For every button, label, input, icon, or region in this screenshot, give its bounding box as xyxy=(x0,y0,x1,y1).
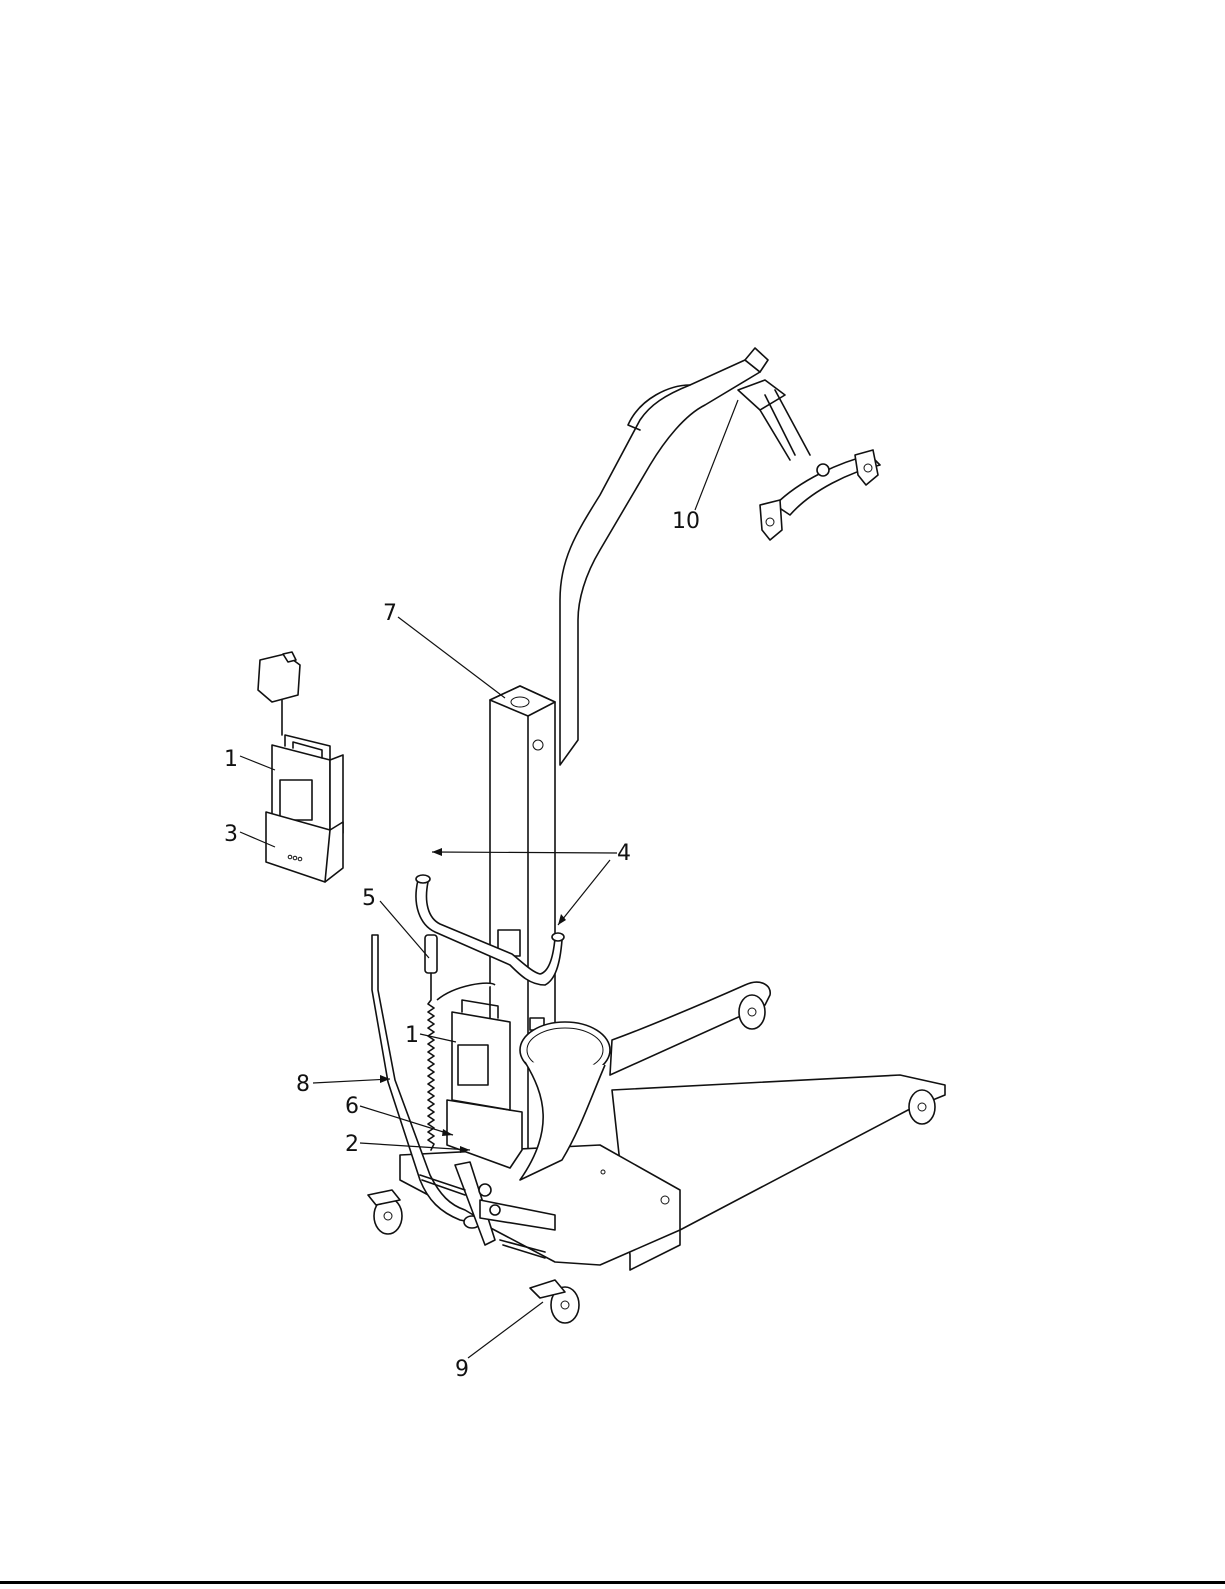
callout-6: 6 xyxy=(345,1094,359,1119)
callout-1-charger: 1 xyxy=(224,747,238,772)
lift-boom xyxy=(560,348,768,765)
arrowhead-4a xyxy=(432,848,442,856)
callout-10: 10 xyxy=(672,509,700,534)
callout-1-mast: 1 xyxy=(405,1023,419,1048)
leader-1-mast xyxy=(420,1034,456,1042)
leader-8 xyxy=(313,1079,390,1083)
leader-7 xyxy=(398,617,505,698)
callout-4: 4 xyxy=(617,841,631,866)
callout-7: 7 xyxy=(383,601,397,626)
rear-right-wheel xyxy=(909,1090,935,1124)
wall-charger-assembly xyxy=(258,652,343,882)
leader-1-charger xyxy=(240,756,275,770)
leader-9 xyxy=(468,1302,543,1358)
hand-control xyxy=(425,935,437,1150)
spreader-bar xyxy=(738,380,880,540)
mast-battery-assembly xyxy=(447,1000,522,1168)
page-bottom-rule xyxy=(0,1581,1225,1584)
callout-9: 9 xyxy=(455,1357,469,1382)
callout-8: 8 xyxy=(296,1072,310,1097)
front-left-wheel xyxy=(368,1190,402,1234)
callout-5: 5 xyxy=(362,886,376,911)
rear-left-wheel xyxy=(739,995,765,1029)
leader-4a xyxy=(432,852,617,853)
callout-2: 2 xyxy=(345,1132,359,1157)
callout-3: 3 xyxy=(224,822,238,847)
front-right-wheel xyxy=(530,1280,579,1323)
leader-10 xyxy=(695,400,738,510)
leader-4b xyxy=(558,860,610,925)
